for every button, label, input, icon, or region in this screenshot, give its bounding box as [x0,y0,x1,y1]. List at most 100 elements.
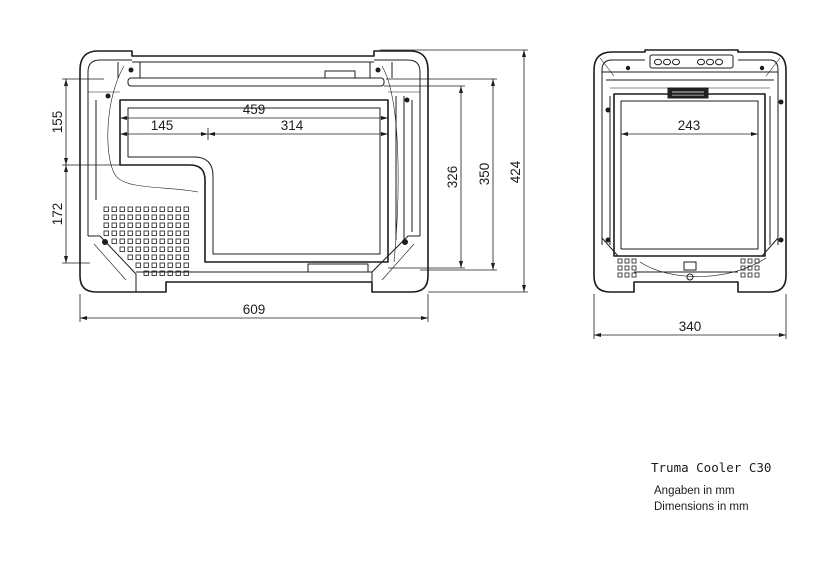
extension-lines [386,78,497,271]
extension-lines [380,49,528,293]
dimension-sections: 145 314 [120,118,388,140]
vent-hole [119,206,125,212]
dimension-label: 155 [50,111,65,134]
front-view-outline [593,49,787,293]
vent-hole [151,246,157,252]
screw [778,237,784,243]
vent-hole [111,222,117,228]
product-name: Truma Cooler C30 [651,460,771,475]
vent-hole [159,230,165,236]
screw [605,107,611,113]
vent-hole [754,265,760,271]
vent-hole [183,270,189,276]
arrowhead [208,132,215,136]
vent-hole [103,222,109,228]
top-corner-diagonals [599,57,781,77]
vent-hole [624,272,630,278]
lid [127,77,385,87]
vent-hole [175,206,181,212]
left-hinge [117,62,141,78]
vent-hole [143,238,149,244]
vent-hole [111,230,117,236]
vent-hole [143,246,149,252]
control-button [697,58,705,66]
front-view [593,49,787,293]
screw [105,93,111,99]
handle-slot-highlight [672,91,704,96]
vent-hole [167,214,173,220]
vent-hole [183,238,189,244]
arrowhead [522,285,526,292]
extension-lines [62,78,120,264]
bottom-right-corner-piece [371,235,420,282]
arrowhead [594,333,601,337]
arrowhead [80,316,87,320]
screw [404,97,410,103]
screw [128,67,134,73]
arrowhead [201,132,208,136]
vent-hole [143,262,149,268]
vent-hole [167,222,173,228]
vent-hole [183,246,189,252]
vent-hole [127,206,133,212]
dimension-interior-length: 459 [120,102,388,120]
control-panel [649,54,734,69]
dimension-interior-width: 243 [621,118,758,136]
right-bumper-inner [738,59,779,245]
vent-hole [143,214,149,220]
vent-hole [159,206,165,212]
cable-left [107,65,199,193]
screw [778,99,784,105]
dimension-label: 145 [151,118,174,133]
vent-hole [159,246,165,252]
vent-hole [111,238,117,244]
vent-hole [617,258,623,264]
compartment-inner [620,100,759,250]
screw [102,239,108,245]
vent-hole [624,265,630,271]
vent-hole [119,214,125,220]
arrowhead [621,132,628,136]
vent-hole [135,246,141,252]
vent-hole [127,254,133,260]
dimension-label: 326 [445,166,460,189]
arrowhead [64,158,68,165]
screw [375,67,381,73]
vent-hole [167,254,173,260]
screw [625,65,631,71]
vent-hole [151,206,157,212]
vent-hole [631,272,637,278]
vent-hole [175,214,181,220]
dimension-overall-length: 609 [79,294,429,322]
vent-hole [103,214,109,220]
arrowhead [779,333,786,337]
dimension-label: 172 [50,203,65,226]
dimension-overall-height: 424 [380,49,528,293]
control-button [715,58,723,66]
vent-hole [143,222,149,228]
vent-hole [135,214,141,220]
vent-hole [159,262,165,268]
extension-lines [593,294,787,339]
lid-lines [602,71,778,81]
vent-hole [754,258,760,264]
vent-hole [747,265,753,271]
front-vent-grilles [617,258,760,278]
right-hinge [369,62,393,78]
arrowhead [64,165,68,172]
arrowhead [522,50,526,57]
left-bumper-inner [87,59,132,236]
vent-hole [175,270,181,276]
vent-hole [127,246,133,252]
bottom-right-corner-diagonal [761,237,779,257]
side-view [79,50,429,293]
vent-hole [151,214,157,220]
vent-hole [151,222,157,228]
vent-hole [119,246,125,252]
vent-hole [175,254,181,260]
dimension-label: 340 [679,319,702,334]
arrowhead [120,132,127,136]
vent-hole [151,270,157,276]
vent-hole [183,214,189,220]
